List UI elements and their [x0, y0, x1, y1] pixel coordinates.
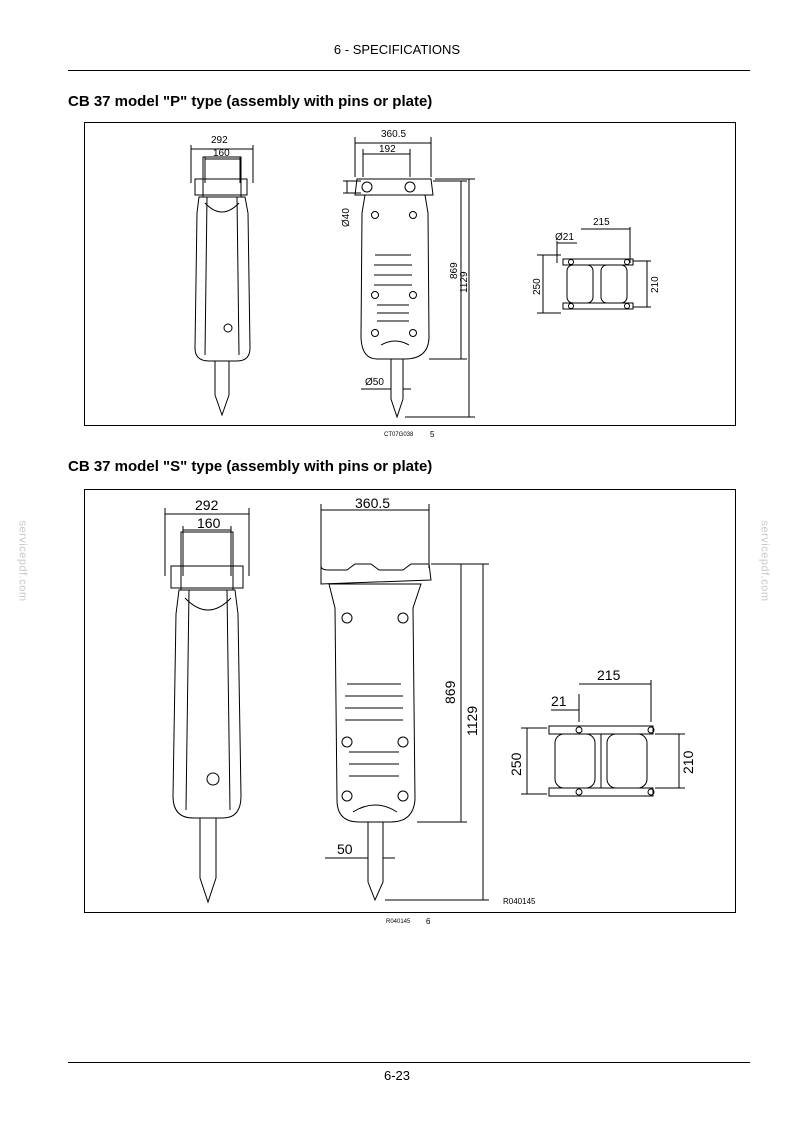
dim-plate-inner-s: 210	[680, 750, 696, 774]
dim-side-inner: 192	[379, 144, 396, 155]
watermark-left: servicepdf.com	[16, 520, 29, 602]
dim-tool-dia: Ø50	[365, 377, 384, 388]
breaker-p-drawing: 292 160 360.5 192 Ø40 869 1129 Ø50 Ø21 2…	[190, 129, 661, 419]
dim-height-body-s: 869	[442, 680, 458, 704]
dim-side-width: 360.5	[381, 129, 406, 140]
header-rule	[68, 70, 750, 71]
page-number: 6-23	[383, 1068, 411, 1083]
dim-height-total: 1129	[459, 271, 470, 293]
side-view-p	[343, 137, 475, 419]
dim-height-body: 869	[449, 262, 460, 279]
dim-plate-height: 250	[532, 278, 543, 295]
section-header: 6 - SPECIFICATIONS	[333, 42, 461, 57]
dim-plate-spacing-s: 215	[597, 667, 621, 683]
dim-front-width: 292	[211, 135, 228, 146]
front-view-p	[190, 145, 254, 417]
dim-plate-inner: 210	[650, 276, 661, 293]
front-view-s	[164, 508, 250, 904]
dim-pin-dia: Ø40	[341, 208, 352, 227]
figure-panel-p: 292 160 360.5 192 Ø40 869 1129 Ø50 Ø21 2…	[84, 122, 736, 426]
dim-front-width-s: 292	[195, 497, 219, 513]
watermark-right: servicepdf.com	[758, 520, 771, 602]
breaker-s-drawing: 292 160 360.5 869 1129 50 21 215 250 210…	[164, 495, 696, 906]
dim-plate-height-s: 250	[508, 752, 524, 776]
dim-height-total-s: 1129	[464, 706, 480, 736]
dim-side-width-s: 360.5	[355, 495, 390, 511]
dim-plate-hole-s: 21	[551, 693, 567, 709]
dim-front-inner: 160	[213, 148, 230, 159]
panel-code-s: R040145	[503, 897, 536, 906]
footer-rule	[68, 1062, 750, 1063]
dim-tool-dia-s: 50	[337, 841, 353, 857]
section-title-s: CB 37 model "S" type (assembly with pins…	[68, 458, 433, 475]
figure-code-p: CT07G038	[384, 432, 414, 438]
figure-panel-s: 292 160 360.5 869 1129 50 21 215 250 210…	[84, 489, 736, 913]
side-view-s	[320, 504, 489, 902]
section-title-p: CB 37 model "P" type (assembly with pins…	[68, 93, 433, 110]
dim-front-inner-s: 160	[197, 515, 221, 531]
dim-plate-spacing: 215	[593, 217, 610, 228]
figure-code-s: R040145	[386, 919, 411, 925]
figure-number-s: 6	[426, 917, 431, 926]
plate-view-p	[537, 227, 651, 314]
dim-plate-hole: Ø21	[555, 232, 574, 243]
figure-number-p: 5	[430, 430, 435, 439]
plate-view-s	[521, 680, 685, 797]
